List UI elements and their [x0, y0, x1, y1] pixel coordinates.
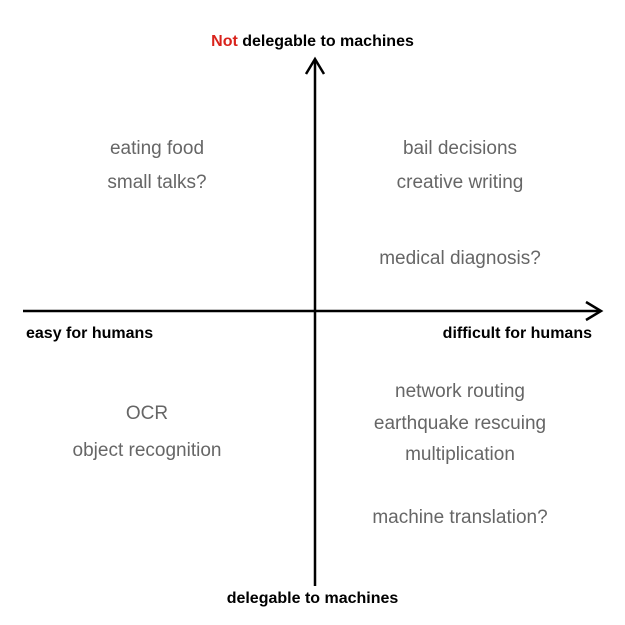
- top-axis-label: Not delegable to machines: [0, 34, 625, 50]
- quadrant-item: object recognition: [72, 440, 222, 461]
- quadrant-item: creative writing: [396, 172, 524, 193]
- quadrant-item: bail decisions: [402, 138, 518, 159]
- quadrant-item: earthquake rescuing: [373, 413, 547, 434]
- quadrant-item: eating food: [109, 138, 205, 159]
- quadrant-item: small talks?: [107, 172, 207, 193]
- quadrant-item: machine translation?: [372, 507, 548, 528]
- vertical-axis-arrowhead: [304, 56, 326, 75]
- left-axis-label: easy for humans: [26, 325, 154, 342]
- quadrant-item: multiplication: [405, 444, 515, 465]
- top-axis-label-rest: delegable to machines: [242, 33, 414, 50]
- right-axis-label: difficult for humans: [442, 325, 592, 342]
- quadrant-item: OCR: [125, 403, 169, 424]
- top-axis-label-highlight: Not: [211, 33, 238, 50]
- quadrant-item: medical diagnosis?: [379, 248, 541, 269]
- horizontal-axis-arrowhead: [585, 300, 604, 322]
- bottom-axis-label: delegable to machines: [226, 590, 399, 607]
- quadrant-item: network routing: [395, 381, 525, 402]
